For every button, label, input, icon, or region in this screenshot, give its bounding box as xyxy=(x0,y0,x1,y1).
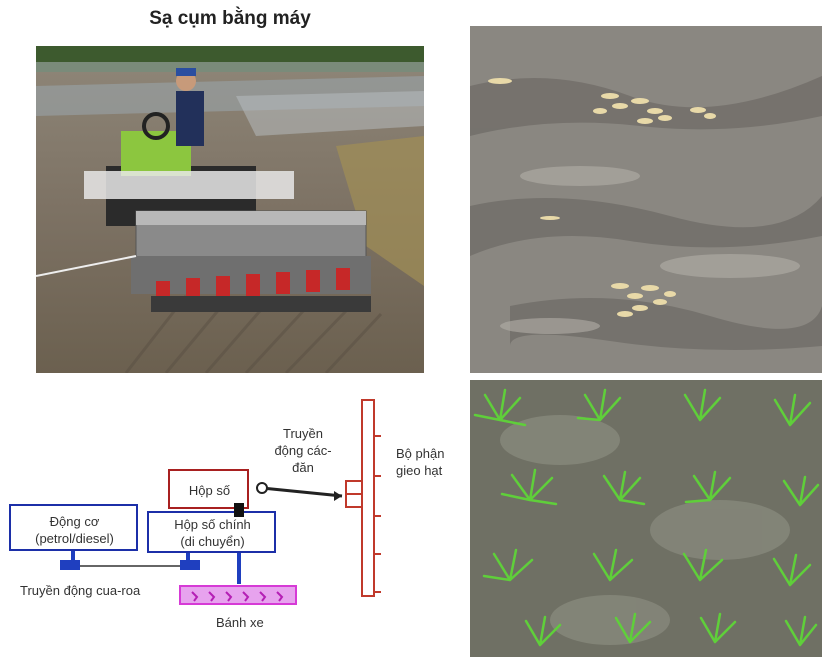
seeds-photo xyxy=(470,26,822,373)
wheel-label: Bánh xe xyxy=(216,615,264,630)
engine-label: Động cơ (petrol/diesel) xyxy=(10,513,139,547)
gearbox-main-label-line-1: Hộp số chính xyxy=(174,517,251,532)
cardan-label-line-2: động các- xyxy=(274,443,332,458)
cardan-label-line-1: Truyền xyxy=(283,426,323,441)
gearbox-main-label: Hộp số chính (di chuyển) xyxy=(148,516,277,550)
belt-label: Truyền động cua-roa xyxy=(20,583,141,598)
gearbox-main-label-line-2: (di chuyển) xyxy=(180,534,245,549)
page-title: Sạ cụm bằng máy xyxy=(149,8,311,29)
drive-diagram: Động cơ (petrol/diesel) Hộp số chính (di… xyxy=(0,388,470,657)
seeder-label: Bộ phận gieo hạt xyxy=(396,445,444,479)
seeder-label-line-1: Bộ phận xyxy=(396,446,445,461)
cardan-label-line-3: đăn xyxy=(292,460,314,475)
machine-photo xyxy=(36,46,424,373)
gearbox-label: Hộp số xyxy=(188,483,231,498)
seeder-label-line-2: gieo hạt xyxy=(396,463,443,478)
engine-label-line-2: (petrol/diesel) xyxy=(35,531,114,546)
engine-label-line-1: Động cơ xyxy=(49,514,100,529)
cardan-label: Truyền động các- đăn xyxy=(258,425,348,476)
seedlings-photo xyxy=(470,380,822,657)
